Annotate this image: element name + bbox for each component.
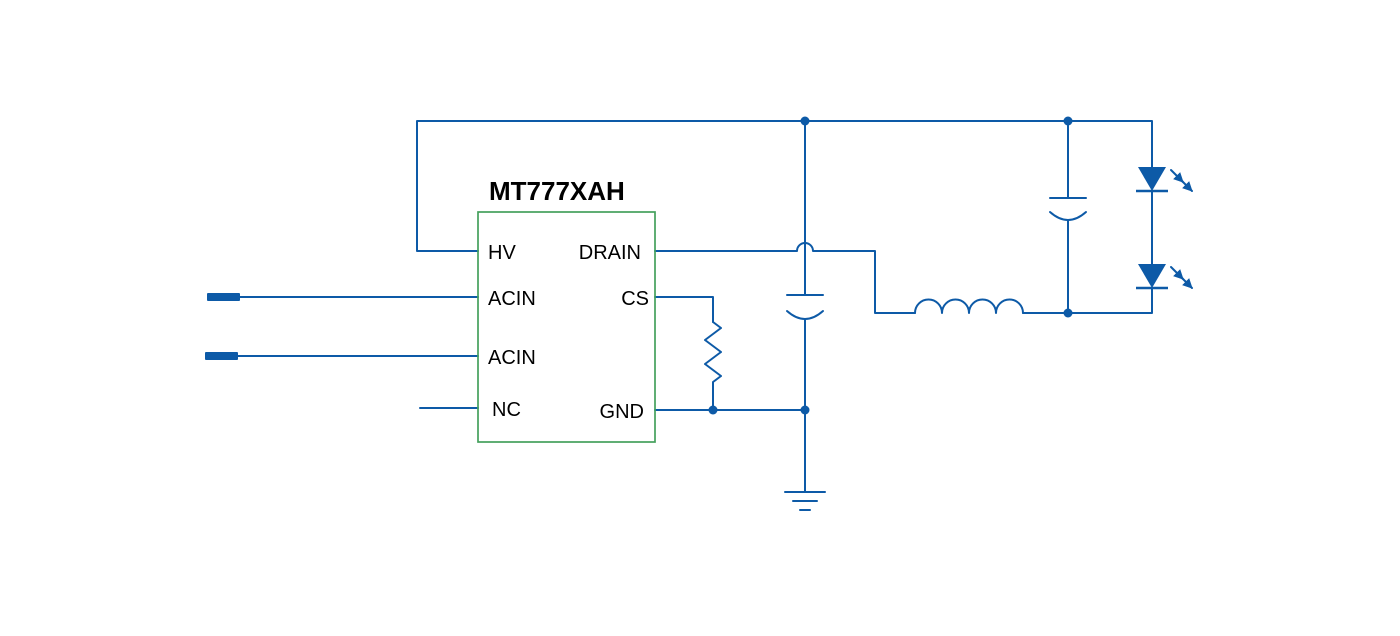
pin-label-acin2: ACIN (488, 347, 536, 369)
led-d1 (1136, 167, 1193, 193)
ic-mt777xah: MT777XAH HV ACIN ACIN NC DRAIN CS GND (477, 176, 656, 443)
wire-gnd (654, 409, 806, 493)
wire-cs (654, 296, 714, 323)
wire-inductor-to-led (1022, 287, 1153, 314)
pin-label-nc: NC (492, 399, 521, 421)
ac-terminal-1 (207, 293, 240, 301)
junction-dot (800, 405, 810, 415)
wire-hv-top-rail (416, 120, 1153, 252)
led-d1-emission-arrow (1179, 178, 1193, 192)
ac-terminal-2 (205, 352, 238, 360)
ground-symbol (784, 491, 826, 511)
junction-dot (708, 405, 718, 415)
junction-dots (708, 116, 1073, 415)
pin-label-hv: HV (488, 242, 516, 264)
wire-drain (654, 242, 916, 314)
ic-part-number: MT777XAH (489, 176, 625, 206)
pin-label-cs: CS (621, 288, 649, 310)
junction-dot (800, 116, 810, 126)
pin-label-gnd: GND (600, 401, 644, 423)
pin-label-drain: DRAIN (579, 242, 641, 264)
led-d2-triangle (1138, 264, 1166, 288)
ac-input-terminals (205, 293, 240, 360)
junction-dot (1063, 308, 1073, 318)
wires (237, 120, 1153, 493)
capacitor-polarized-c1 (786, 294, 824, 320)
led-d2 (1136, 264, 1193, 290)
led-d2-emission-arrow (1179, 275, 1193, 289)
capacitor-polarized-c2 (1049, 197, 1087, 221)
ic-body (477, 211, 656, 443)
resistor-current-sense (704, 321, 722, 411)
led-d1-triangle (1138, 167, 1166, 191)
junction-dot (1063, 116, 1073, 126)
inductor-l1 (914, 298, 1024, 314)
pin-label-acin1: ACIN (488, 288, 536, 310)
